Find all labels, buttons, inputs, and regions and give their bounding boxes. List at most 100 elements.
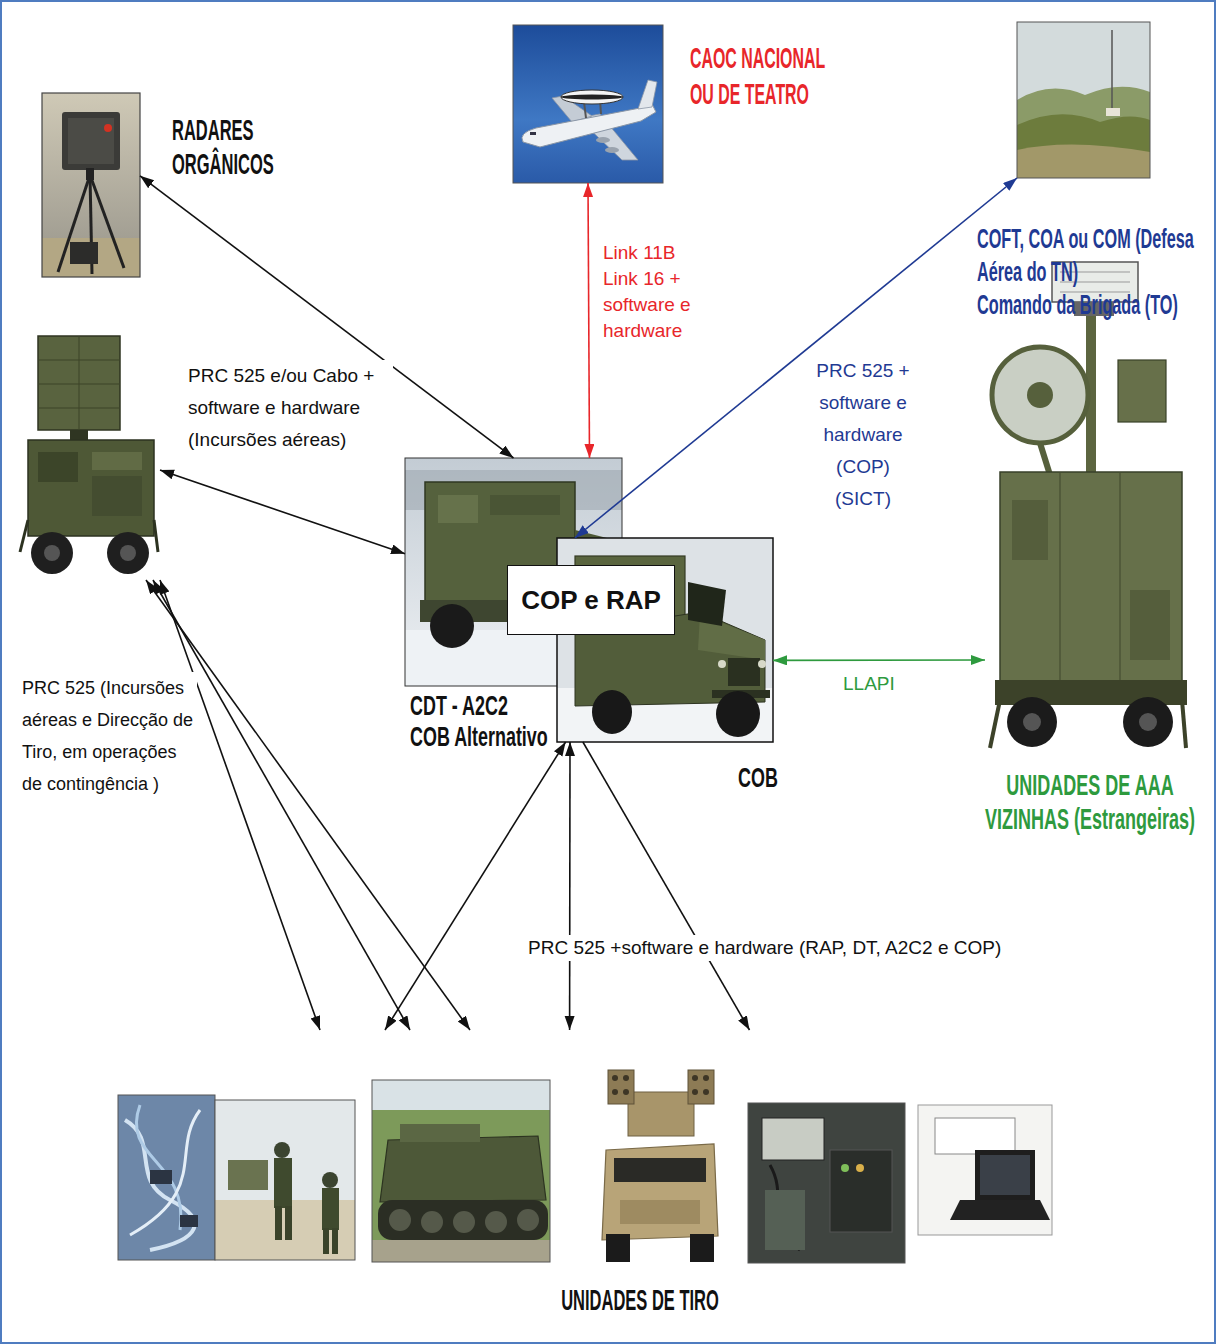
vehicle-photo [490,495,560,515]
command-photo [1017,114,1150,178]
fire-unit-photo [453,1211,475,1233]
awacs-photo [605,147,619,153]
connector-arrow [146,580,470,1030]
radar-photo [70,242,98,264]
fire-unit-photo [130,1110,200,1235]
fire-unit-photo [118,1095,215,1260]
awacs-photo [513,25,663,183]
fire-unit-photo [285,1206,292,1240]
edge-label: PRC 525 (Incursões aéreas e Direcção de … [22,672,197,800]
fire-unit-photo [372,1080,550,1262]
awacs-photo [638,80,657,109]
connector-arrow [160,580,320,1030]
awacs-photo [513,25,663,183]
fire-unit-photo [372,1080,550,1262]
fire-unit-photo [762,1118,824,1160]
awacs-photo [522,104,656,147]
node-label-group: CAOC NACIONAL OU DE TEATRO [690,40,833,112]
fire-unit-photo [918,1105,1052,1235]
fire-unit-photo [274,1158,292,1208]
connector-arrow [583,742,750,1030]
node-label: COFT, COA ou COM (Defesa Aérea do TN) [977,222,1203,288]
fire-unit-photo [975,1150,1035,1200]
vehicle-photo [430,604,474,648]
fire-unit-photo [118,1095,215,1260]
vehicle-photo [592,690,632,734]
aaa-unit-photo [1027,382,1053,408]
node-label: CDT - A2C2 COB Alternativo [410,690,552,752]
radar-photo [92,452,142,470]
fire-unit-photo [628,1092,694,1136]
radar-photo [107,532,149,574]
radar-photo [42,93,140,277]
aaa-unit-photo [990,700,1000,748]
connector-arrow [575,178,1017,538]
fire-unit-photo [421,1211,443,1233]
aaa-unit-photo [1059,472,1060,682]
awacs-photo [596,137,610,143]
fire-unit-photo [623,1075,629,1081]
node-label-group: UNIDADES DE AAA VIZINHAS (Estrangeiras) [982,768,1198,836]
fire-unit-photo [765,1190,805,1250]
vehicle-photo [728,658,760,686]
aaa-unit-photo [1007,697,1057,747]
vehicle-photo [758,660,766,668]
fire-unit-photo [620,1200,700,1224]
node-label: RADARES ORGÂNICOS [172,113,282,181]
fire-unit-photo [692,1075,698,1081]
aaa-unit-photo [1182,700,1186,748]
fire-unit-photo [602,1070,718,1262]
radar-photo [38,336,120,430]
radar-photo [28,440,154,536]
node-label-group: COB [738,762,789,793]
command-photo [1017,22,1150,178]
radar-photo [42,93,140,277]
fire-unit-photo [614,1158,706,1182]
fire-unit-photo [748,1103,905,1263]
fire-unit-photo [703,1089,709,1095]
fire-unit-photo [703,1075,709,1081]
node-label-group: CDT - A2C2 COB Alternativo [410,690,552,752]
radar-photo [20,336,158,574]
fire-unit-photo [608,1070,634,1104]
aaa-unit-photo [1123,697,1173,747]
fire-unit-photo [275,1206,282,1240]
radar-photo [20,520,28,552]
awacs-photo [561,95,623,100]
fire-unit-photo [372,1080,550,1262]
node-label: COB [738,762,789,793]
radar-photo: RADARES ORGÂNICOS [42,93,140,277]
aaa-unit-photo [1130,590,1170,660]
aaa-unit-photo [1040,443,1050,475]
vehicle-photo [688,582,726,626]
fire-unit-photo [215,1100,355,1260]
fire-unit-photo [215,1100,355,1260]
fire-unit-photo [180,1215,198,1227]
radar-photo [62,112,120,170]
vehicle-photo [438,495,478,523]
command-photo [1111,30,1113,112]
fire-unit-photo [372,1080,550,1262]
aaa-unit-photo [1139,713,1157,731]
fire-unit-photo [274,1142,290,1158]
aaa-unit-photo [1118,360,1166,422]
command-photo [1017,22,1150,178]
fire-unit-photo [136,1105,181,1230]
fire-unit-photo [690,1234,714,1262]
aaa-unit-photo [1012,500,1048,560]
connector-arrow [140,176,514,458]
command-photo [1017,144,1150,178]
fire-unit-photo [612,1075,618,1081]
radar-photo [79,336,80,430]
awacs-photo [513,25,663,183]
fire-unit-photo [748,1103,905,1263]
fire-unit-photo [118,1095,215,1260]
fire-unit-photo [228,1160,268,1190]
vehicle-photo [716,691,760,737]
radar-photo [42,93,140,277]
command-photo: COFT, COA ou COM (Defesa Aérea do TN)Com… [1017,22,1150,178]
fire-unit-photo [830,1150,892,1232]
fire-unit-photo [517,1209,539,1231]
radar-photo [154,520,158,552]
